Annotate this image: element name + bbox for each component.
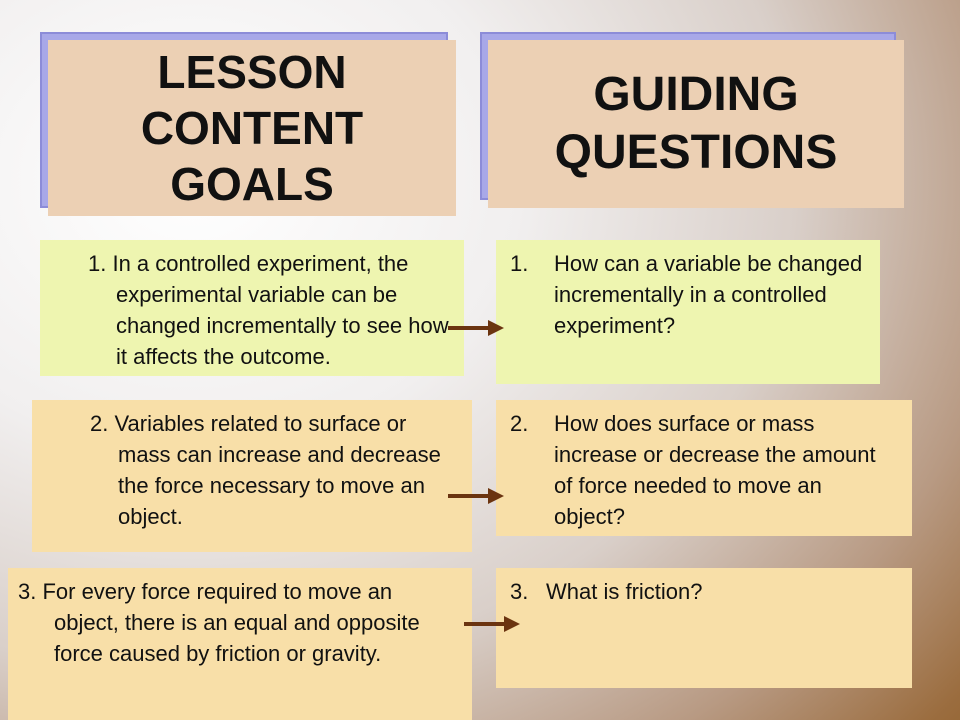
question-number-1: 1. (510, 251, 529, 276)
goal-box-1: 1. In a controlled experiment, the exper… (40, 240, 464, 376)
question-box-1: 1. How can a variable be changed increme… (496, 240, 880, 384)
goal-box-3: 3. For every force required to move an o… (8, 568, 472, 720)
guiding-questions-header: GUIDING QUESTIONS (488, 40, 904, 208)
question-number-2: 2. (510, 411, 529, 436)
arrow-right-icon (464, 616, 520, 632)
lesson-content-goals-header: LESSON CONTENT GOALS (48, 40, 456, 216)
question-box-2: 2. How does surface or mass increase or … (496, 400, 912, 536)
question-text-2: How does surface or mass increase or dec… (554, 411, 876, 529)
question-text-3: What is friction? (546, 579, 703, 604)
goal-box-2: 2. Variables related to surface or mass … (32, 400, 472, 552)
question-number-3: 3. (510, 579, 529, 604)
arrow-right-icon (448, 488, 504, 504)
lesson-content-goals-title: LESSON CONTENT GOALS (140, 46, 364, 210)
guiding-questions-title: GUIDING QUESTIONS (554, 68, 838, 179)
question-box-3: 3. What is friction? (496, 568, 912, 688)
question-text-1: How can a variable be changed incrementa… (554, 251, 863, 338)
arrow-right-icon (448, 320, 504, 336)
goal-text-1: 1. In a controlled experiment, the exper… (88, 251, 449, 369)
goal-text-2: 2. Variables related to surface or mass … (90, 411, 441, 529)
goal-text-3: 3. For every force required to move an o… (18, 579, 420, 666)
